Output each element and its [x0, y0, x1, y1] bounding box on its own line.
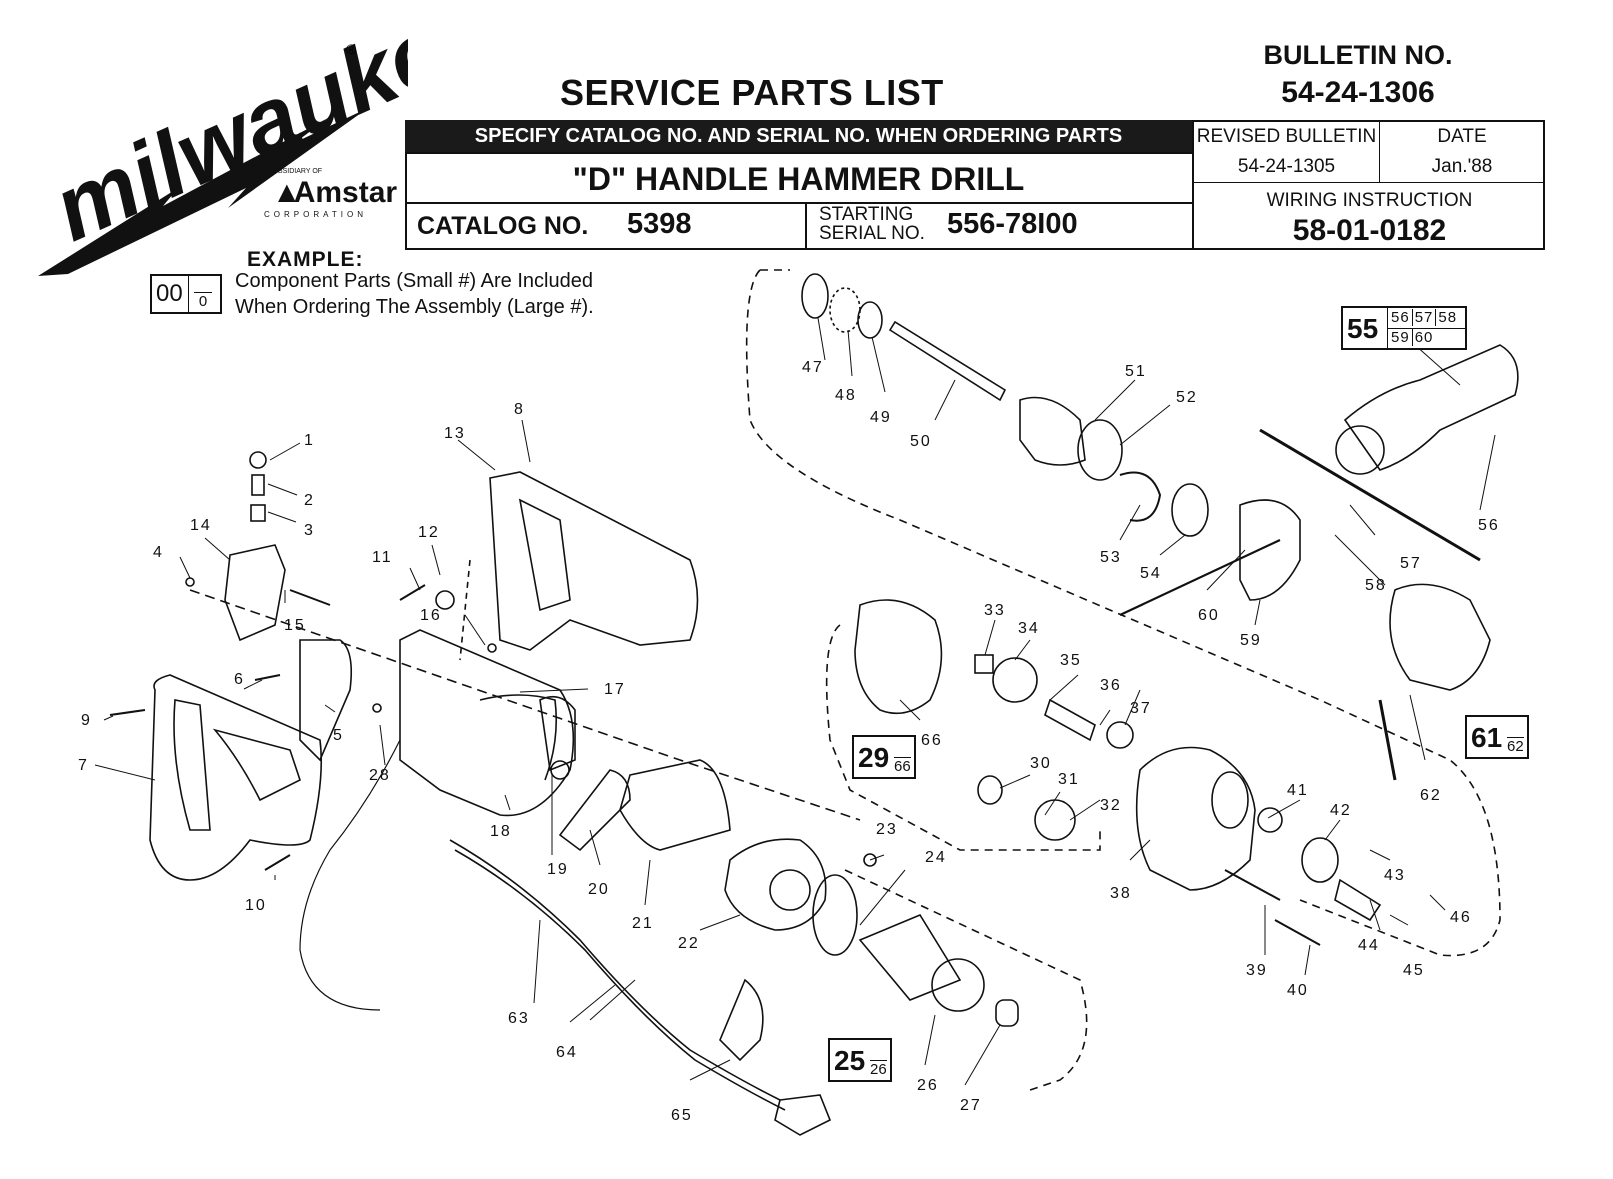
logo-subsidiary: A SUBSIDIARY OF	[262, 168, 323, 175]
callout-label: 24	[925, 849, 947, 866]
callout-label: 2	[304, 492, 315, 509]
example-small-number: 0	[194, 292, 212, 310]
callout-label: 43	[1384, 867, 1406, 884]
example-big-number: 00	[156, 280, 183, 307]
example-small-cell	[188, 276, 221, 312]
callout-label: 17	[604, 681, 626, 698]
callout-label: 59	[1240, 632, 1262, 649]
catalog-number: 5398	[627, 208, 692, 240]
callout-label: 48	[835, 387, 857, 404]
callout-label: 34	[1018, 620, 1040, 637]
callout-label: 63	[508, 1010, 530, 1027]
example-text-1: Component Parts (Small #) Are Included	[235, 270, 593, 292]
callout-label: 8	[514, 401, 525, 418]
callout-label: 39	[1246, 962, 1268, 979]
callout-label: 21	[632, 915, 654, 932]
callout-label: 11	[372, 549, 393, 566]
page-title: SERVICE PARTS LIST	[560, 72, 944, 113]
callout-label: 6	[234, 671, 245, 688]
callout-label: 46	[1450, 909, 1472, 926]
specify-banner: SPECIFY CATALOG NO. AND SERIAL NO. WHEN …	[405, 120, 1192, 152]
callout-label: 35	[1060, 652, 1082, 669]
callout-label: 37	[1130, 700, 1152, 717]
catalog-label: CATALOG NO.	[417, 212, 589, 240]
revised-bulletin-label: REVISED BULLETIN	[1196, 126, 1377, 147]
callout-label: 47	[802, 359, 824, 376]
callout-label: 65	[671, 1107, 693, 1124]
callout-label: 38	[1110, 885, 1132, 902]
example-box: 00 0	[150, 274, 222, 314]
callout-label: 60	[1198, 607, 1220, 624]
callout-label: 58	[1365, 577, 1387, 594]
callout-label: 49	[870, 409, 892, 426]
wiring-number: 58-01-0182	[1292, 214, 1447, 247]
callout-label: 54	[1140, 565, 1162, 582]
example-label: EXAMPLE:	[247, 248, 364, 271]
callout-label: 31	[1058, 771, 1080, 788]
callout-label: 53	[1100, 549, 1122, 566]
assembly-box-25: 25 26	[828, 1038, 892, 1082]
callout-label: 26	[917, 1077, 939, 1094]
callout-label: 10	[245, 897, 267, 914]
callout-label: 18	[490, 823, 512, 840]
callout-label: 50	[910, 433, 932, 450]
svg-text:®: ®	[346, 41, 357, 57]
callout-label: 12	[418, 524, 440, 541]
callout-label: 30	[1030, 755, 1052, 772]
callout-label: 3	[304, 522, 315, 539]
callout-label: 16	[420, 607, 442, 624]
callout-label: 51	[1125, 363, 1147, 380]
date-label: DATE	[1437, 126, 1487, 147]
callout-label: 42	[1330, 802, 1352, 819]
callout-label: 64	[556, 1044, 578, 1061]
callout-label: 36	[1100, 677, 1122, 694]
date-value: Jan.'88	[1431, 156, 1493, 177]
logo-parent: ▲Amstar	[272, 176, 398, 209]
callout-label: 45	[1403, 962, 1425, 979]
callout-label: 57	[1400, 555, 1422, 572]
callout-label: 7	[78, 757, 89, 774]
callout-label: 44	[1358, 937, 1380, 954]
callout-label: 33	[984, 602, 1006, 619]
callout-label: 19	[547, 861, 569, 878]
callout-label: 4	[153, 544, 164, 561]
assembly-box-61: 61 62	[1465, 715, 1529, 759]
callouts: 1 2 3 4 5 6 7 8 9 10 11 12 13 14 15 16 1…	[78, 359, 1500, 1124]
product-name: "D" HANDLE HAMMER DRILL	[405, 152, 1192, 204]
callout-label: 28	[369, 767, 391, 784]
callout-label: 27	[960, 1097, 982, 1114]
callout-label: 13	[444, 425, 466, 442]
callout-label: 32	[1100, 797, 1122, 814]
callout-label: 20	[588, 881, 610, 898]
callout-label: 15	[284, 617, 306, 634]
revised-bulletin-number: 54-24-1305	[1237, 156, 1336, 177]
callout-label: 40	[1287, 982, 1309, 999]
callout-label: 62	[1420, 787, 1442, 804]
callout-label: 5	[333, 727, 344, 744]
wiring-label: WIRING INSTRUCTION	[1266, 190, 1473, 211]
divider	[1192, 120, 1194, 250]
example-text-2: When Ordering The Assembly (Large #).	[235, 296, 594, 318]
catalog-cell: CATALOG NO. 5398	[405, 202, 807, 250]
callout-label: 22	[678, 935, 700, 952]
callout-label: 56	[1478, 517, 1500, 534]
bulletin-number: 54-24-1306	[1281, 76, 1435, 109]
bulletin-label: BULLETIN NO.	[1263, 40, 1453, 70]
assembly-box-29: 29 66	[852, 735, 916, 779]
logo-parent-sub: CORPORATION	[264, 210, 367, 219]
callout-label: 66	[921, 732, 943, 749]
serial-number: 556-78I00	[947, 208, 1078, 240]
divider	[1379, 120, 1380, 182]
callout-label: 52	[1176, 389, 1198, 406]
callout-label: 9	[81, 712, 92, 729]
callout-label: 41	[1287, 782, 1309, 799]
callout-label: 23	[876, 821, 898, 838]
callout-label: 1	[304, 432, 315, 449]
callout-label: 14	[190, 517, 212, 534]
divider	[1194, 182, 1545, 183]
